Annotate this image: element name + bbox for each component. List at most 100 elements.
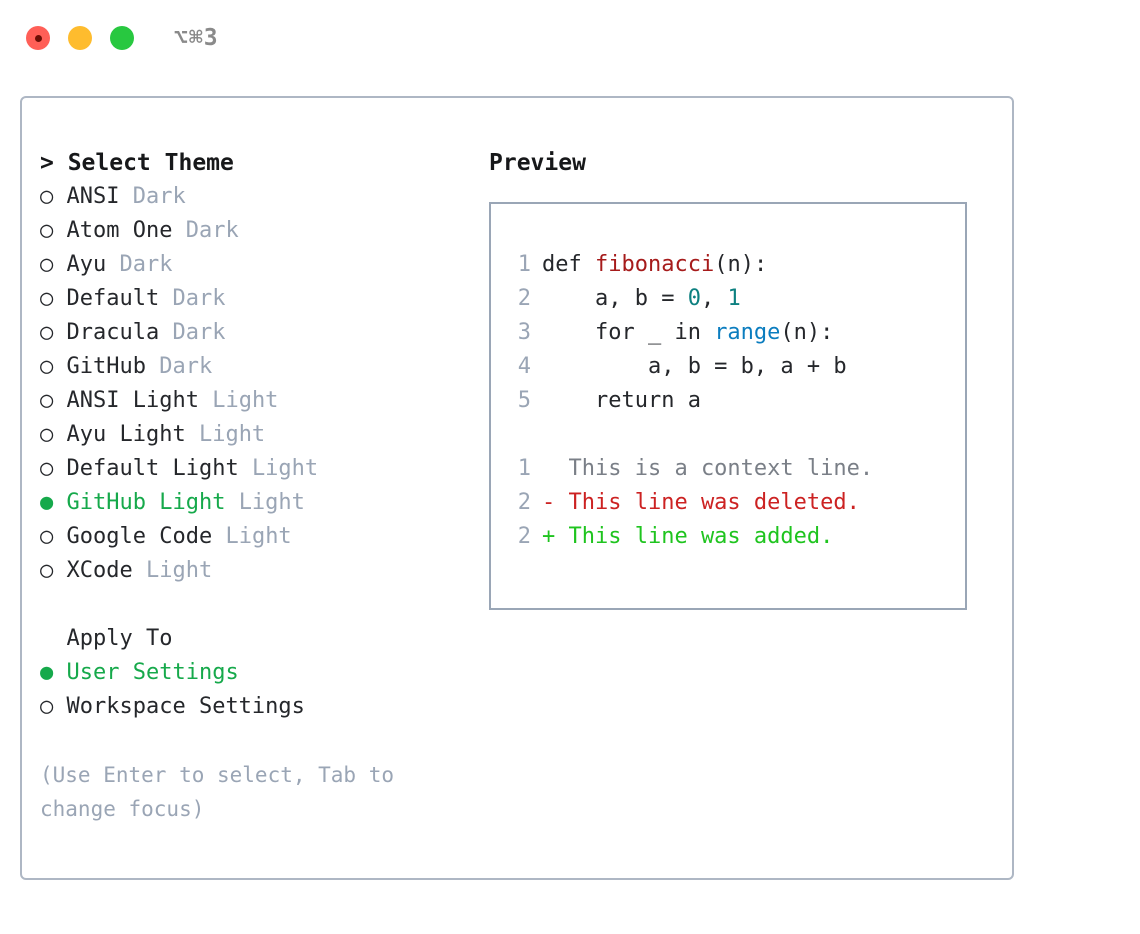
- help-spacer: [40, 724, 487, 758]
- code-token: range: [714, 320, 781, 345]
- diff-line-add: 2 + This line was added.: [509, 520, 965, 554]
- maximize-button[interactable]: [110, 26, 134, 50]
- theme-option-xcode[interactable]: ○ XCode Light: [40, 554, 487, 588]
- apply-to-option-label: Workspace Settings: [66, 694, 305, 719]
- code-token: for _ in: [542, 320, 715, 345]
- theme-variant-tag: Light: [145, 558, 213, 583]
- theme-variant-tag: Light: [212, 388, 279, 413]
- diff-line-del: 2 - This line was deleted.: [509, 486, 965, 520]
- theme-option-google-code[interactable]: ○ Google Code Light: [40, 520, 487, 554]
- theme-option-ansi[interactable]: ○ ANSI Dark: [40, 180, 487, 214]
- theme-option-default[interactable]: ○ Default Dark: [40, 282, 487, 316]
- line-number: 3: [517, 320, 531, 345]
- theme-option-list: ○ ANSI Dark○ Atom One Dark○ Ayu Dark○ De…: [40, 180, 487, 588]
- radio-selected-icon: ●: [40, 490, 67, 515]
- code-line: 5 return a: [509, 384, 965, 418]
- diff-line-text: This is a context line.: [542, 456, 874, 481]
- radio-unselected-icon: ○: [40, 388, 67, 413]
- code-token: return a: [542, 388, 701, 413]
- theme-option-default-light[interactable]: ○ Default Light Light: [40, 452, 487, 486]
- code-token: 0: [687, 286, 701, 311]
- help-text-line-2: change focus): [40, 797, 205, 821]
- theme-option-label: Ayu Light: [66, 422, 199, 447]
- theme-option-ansi-light[interactable]: ○ ANSI Light Light: [40, 384, 487, 418]
- code-token: def: [542, 252, 595, 277]
- apply-to-header: Apply To: [40, 626, 173, 651]
- theme-option-label: Google Code: [66, 524, 226, 549]
- code-token: fibonacci: [594, 252, 715, 277]
- line-number: 1: [517, 252, 531, 277]
- radio-unselected-icon: ○: [40, 694, 67, 719]
- radio-unselected-icon: ○: [40, 218, 67, 243]
- apply-to-option-workspace-settings[interactable]: ○ Workspace Settings: [40, 690, 487, 724]
- line-number: 2: [517, 490, 531, 515]
- line-number: 1: [517, 456, 531, 481]
- title-bar: ⌥⌘3: [0, 0, 1140, 76]
- code-token: (n):: [780, 320, 834, 345]
- theme-option-github-light[interactable]: ● GitHub Light Light: [40, 486, 487, 520]
- theme-variant-tag: Dark: [159, 354, 213, 379]
- theme-picker-panel: > Select Theme ○ ANSI Dark○ Atom One Dar…: [20, 96, 1014, 880]
- line-number: 2: [517, 524, 531, 549]
- theme-option-label: XCode: [66, 558, 146, 583]
- diff-line-text: + This line was added.: [542, 524, 834, 549]
- help-text-line-1: (Use Enter to select, Tab to: [40, 763, 395, 787]
- code-diff-gap: [509, 418, 965, 452]
- select-theme-header: > Select Theme: [40, 150, 234, 176]
- theme-option-label: Atom One: [66, 218, 186, 243]
- code-line: 1 def fibonacci(n):: [509, 248, 965, 282]
- theme-variant-tag: Light: [251, 456, 319, 481]
- theme-option-label: Default Light: [66, 456, 252, 481]
- radio-selected-icon: ●: [40, 660, 67, 685]
- code-token: a, b =: [542, 286, 688, 311]
- theme-option-label: GitHub Light: [66, 490, 239, 515]
- radio-unselected-icon: ○: [40, 320, 67, 345]
- theme-option-label: GitHub: [66, 354, 160, 379]
- theme-variant-tag: Dark: [132, 184, 186, 209]
- theme-variant-tag: Light: [238, 490, 305, 515]
- radio-unselected-icon: ○: [40, 286, 67, 311]
- theme-option-ayu-light[interactable]: ○ Ayu Light Light: [40, 418, 487, 452]
- theme-selection-column: > Select Theme ○ ANSI Dark○ Atom One Dar…: [22, 98, 487, 878]
- theme-option-label: ANSI Light: [66, 388, 213, 413]
- line-number: 4: [517, 354, 531, 379]
- theme-option-label: Dracula: [66, 320, 173, 345]
- theme-option-dracula[interactable]: ○ Dracula Dark: [40, 316, 487, 350]
- code-line: 4 a, b = b, a + b: [509, 350, 965, 384]
- code-line: 3 for _ in range(n):: [509, 316, 965, 350]
- theme-variant-tag: Light: [198, 422, 266, 447]
- close-button[interactable]: [26, 26, 50, 50]
- radio-unselected-icon: ○: [40, 558, 67, 583]
- minimize-button[interactable]: [68, 26, 92, 50]
- apply-to-option-list: ● User Settings○ Workspace Settings: [40, 656, 487, 724]
- theme-variant-tag: Dark: [172, 286, 226, 311]
- apply-to-option-label: User Settings: [66, 660, 239, 685]
- code-token: (n):: [714, 252, 768, 277]
- diff-sample: 1 This is a context line. 2 - This line wa…: [509, 452, 965, 554]
- diff-line-text: - This line was deleted.: [542, 490, 860, 515]
- code-line: 2 a, b = 0, 1: [509, 282, 965, 316]
- line-number: 2: [517, 286, 531, 311]
- theme-option-ayu[interactable]: ○ Ayu Dark: [40, 248, 487, 282]
- theme-variant-tag: Dark: [185, 218, 239, 243]
- radio-unselected-icon: ○: [40, 524, 67, 549]
- code-token: a, b = b, a + b: [542, 354, 847, 379]
- radio-unselected-icon: ○: [40, 354, 67, 379]
- line-number: 5: [517, 388, 531, 413]
- theme-option-atom-one[interactable]: ○ Atom One Dark: [40, 214, 487, 248]
- theme-variant-tag: Dark: [119, 252, 173, 277]
- theme-option-github[interactable]: ○ GitHub Dark: [40, 350, 487, 384]
- theme-option-label: ANSI: [66, 184, 133, 209]
- theme-variant-tag: Light: [225, 524, 292, 549]
- apply-to-option-user-settings[interactable]: ● User Settings: [40, 656, 487, 690]
- radio-unselected-icon: ○: [40, 184, 67, 209]
- code-token: 1: [727, 286, 741, 311]
- theme-option-label: Ayu: [66, 252, 120, 277]
- radio-unselected-icon: ○: [40, 252, 67, 277]
- theme-variant-tag: Dark: [172, 320, 226, 345]
- radio-unselected-icon: ○: [40, 422, 67, 447]
